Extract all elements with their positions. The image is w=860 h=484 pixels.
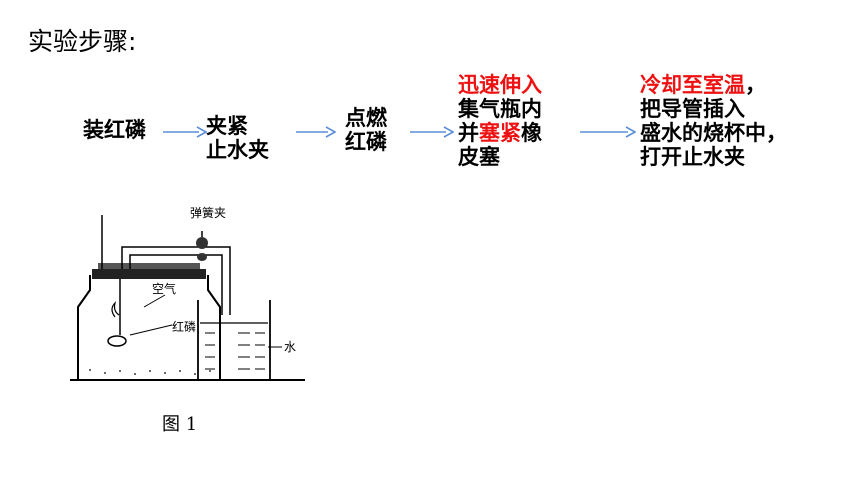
- apparatus-figure: 弹簧夹 空气 红磷 水: [70, 205, 305, 381]
- step-line: 皮塞: [458, 145, 542, 169]
- step-text: 夹紧: [206, 114, 248, 138]
- step-text: 橡: [521, 121, 542, 145]
- highlight-text: 冷却至室温: [640, 73, 745, 97]
- figure-caption: 图 1: [162, 414, 198, 435]
- step-text: 把导管插入: [640, 97, 745, 121]
- step-line: 并塞紧橡: [458, 121, 542, 145]
- step-insert-seal: 迅速伸入集气瓶内并塞紧橡皮塞: [458, 73, 542, 169]
- step-line: 盛水的烧杯中，: [640, 121, 787, 145]
- label-clamp: 弹簧夹: [190, 205, 226, 220]
- label-air: 空气: [152, 281, 176, 296]
- step-text: ，: [745, 73, 766, 97]
- highlight-text: 迅速伸入: [458, 73, 542, 97]
- step-line: 装红磷: [83, 118, 146, 142]
- step-text: 止水夹: [206, 138, 269, 162]
- step-text: 装红磷: [83, 118, 146, 142]
- page-heading: 实验步骤:: [28, 27, 137, 56]
- step-text: 红磷: [345, 130, 387, 154]
- step-text: 打开止水夹: [640, 145, 745, 169]
- step-text: 并: [458, 121, 479, 145]
- step-line: 迅速伸入: [458, 73, 542, 97]
- highlight-text: 塞紧: [479, 121, 521, 145]
- step-text: 皮塞: [458, 145, 500, 169]
- step-cool-open: 冷却至室温，把导管插入盛水的烧杯中，打开止水夹: [640, 73, 787, 169]
- step-line: 冷却至室温，: [640, 73, 787, 97]
- step-text: 集气瓶内: [458, 97, 542, 121]
- arrow-right-icon: [296, 126, 336, 138]
- label-water: 水: [284, 340, 296, 354]
- step-clamp-tube: 夹紧止水夹: [206, 114, 269, 162]
- step-line: 集气瓶内: [458, 97, 542, 121]
- step-line: 止水夹: [206, 138, 269, 162]
- step-text: 盛水的烧杯中，: [640, 121, 787, 145]
- arrow-right-icon: [410, 126, 454, 138]
- step-text: 点燃: [345, 106, 387, 130]
- step-line: 把导管插入: [640, 97, 787, 121]
- step-line: 夹紧: [206, 114, 269, 138]
- arrow-right-icon: [580, 126, 636, 138]
- step-line: 红磷: [345, 130, 387, 154]
- step-load-phosphorus: 装红磷: [83, 118, 146, 142]
- arrow-right-icon: [163, 126, 207, 138]
- label-phosphorus: 红磷: [172, 319, 196, 334]
- step-line: 点燃: [345, 106, 387, 130]
- step-ignite: 点燃红磷: [345, 106, 387, 154]
- step-line: 打开止水夹: [640, 145, 787, 169]
